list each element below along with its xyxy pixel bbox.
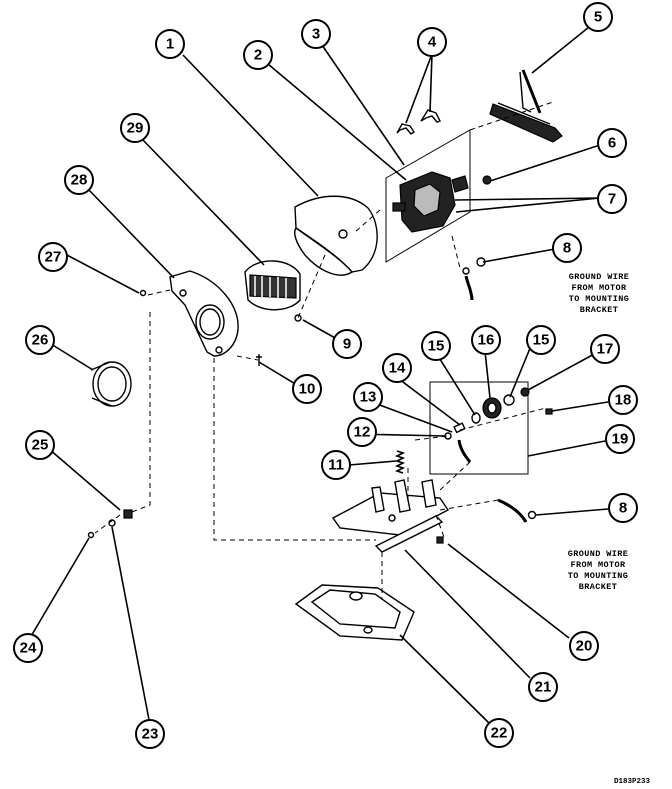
callout-2: 2 xyxy=(243,40,273,70)
screw-27 xyxy=(139,289,147,297)
drive-belt xyxy=(489,69,563,143)
screw xyxy=(294,314,302,322)
note-line: GROUND WIRE xyxy=(568,549,629,559)
idler-parts xyxy=(444,422,472,463)
callout-15-right: 15 xyxy=(526,325,556,355)
callout-4: 4 xyxy=(417,27,447,57)
callout-15-left: 15 xyxy=(421,331,451,361)
svg-text:1: 1 xyxy=(166,36,174,53)
svg-text:23: 23 xyxy=(142,726,159,743)
callout-19: 19 xyxy=(605,424,635,454)
motor-clips xyxy=(396,109,441,135)
callout-27: 27 xyxy=(38,242,68,272)
callout-1: 1 xyxy=(155,29,185,59)
callout-8-upper: 8 xyxy=(552,233,582,263)
callout-22: 22 xyxy=(484,718,514,748)
svg-text:22: 22 xyxy=(491,725,508,742)
callout-26: 26 xyxy=(25,325,55,355)
callout-18: 18 xyxy=(608,385,638,415)
callout-10: 10 xyxy=(292,374,322,404)
note-line: GROUND WIRE xyxy=(569,272,630,282)
ground-wire-note-upper: GROUND WIRE FROM MOTOR TO MOUNTING BRACK… xyxy=(569,272,630,315)
nut-18 xyxy=(545,408,553,415)
callouts: 1 2 3 4 5 6 7 8 9 10 11 12 13 14 15 16 1… xyxy=(13,2,638,749)
svg-text:24: 24 xyxy=(20,640,37,657)
callout-7: 7 xyxy=(597,184,627,214)
callout-3: 3 xyxy=(301,19,331,49)
svg-text:18: 18 xyxy=(615,392,632,409)
nut-25 xyxy=(123,509,133,519)
svg-text:13: 13 xyxy=(360,389,377,406)
ground-wire-note-lower: GROUND WIRE FROM MOTOR TO MOUNTING BRACK… xyxy=(568,549,629,592)
note-line: FROM MOTOR xyxy=(571,283,627,293)
svg-text:8: 8 xyxy=(619,500,627,517)
callout-17: 17 xyxy=(590,334,620,364)
note-line: BRACKET xyxy=(579,582,618,592)
svg-text:11: 11 xyxy=(328,457,344,474)
spring xyxy=(394,450,406,474)
blower-wheel xyxy=(244,260,301,311)
svg-text:8: 8 xyxy=(563,240,571,257)
callout-6: 6 xyxy=(597,128,627,158)
blower-cover xyxy=(169,270,239,357)
callout-23: 23 xyxy=(135,719,165,749)
note-line: TO MOUNTING xyxy=(569,294,630,304)
svg-text:28: 28 xyxy=(71,172,88,189)
svg-text:26: 26 xyxy=(32,332,49,349)
bearing-assembly xyxy=(471,387,530,424)
screw-24 xyxy=(87,531,95,539)
note-line: BRACKET xyxy=(580,305,619,315)
svg-text:5: 5 xyxy=(594,9,602,26)
alignment-lines xyxy=(94,101,554,600)
bearing-group-box xyxy=(429,381,529,475)
svg-text:10: 10 xyxy=(299,381,316,398)
callout-9: 9 xyxy=(332,329,362,359)
callout-21: 21 xyxy=(528,672,558,702)
callout-24: 24 xyxy=(13,633,43,663)
callout-16: 16 xyxy=(471,325,501,355)
ground-nut-lower xyxy=(527,510,537,520)
svg-text:4: 4 xyxy=(428,34,437,51)
callout-25: 25 xyxy=(25,430,55,460)
svg-text:15: 15 xyxy=(533,332,550,349)
svg-text:9: 9 xyxy=(343,336,351,353)
callout-20: 20 xyxy=(569,631,599,661)
blower-housing xyxy=(294,195,378,276)
screw-10 xyxy=(256,354,262,366)
svg-text:15: 15 xyxy=(428,338,445,355)
seal-ring xyxy=(90,361,132,407)
svg-text:17: 17 xyxy=(597,341,614,358)
callout-5: 5 xyxy=(583,2,613,32)
svg-text:25: 25 xyxy=(32,437,49,454)
drawing-code: D183P233 xyxy=(614,778,651,786)
callout-8-lower: 8 xyxy=(608,493,638,523)
callout-12: 12 xyxy=(347,417,377,447)
svg-text:14: 14 xyxy=(389,360,406,377)
motor xyxy=(392,171,492,233)
svg-text:20: 20 xyxy=(576,638,593,655)
svg-text:16: 16 xyxy=(478,332,495,349)
callout-13: 13 xyxy=(353,382,383,412)
mounting-base xyxy=(294,584,415,641)
svg-text:2: 2 xyxy=(254,47,262,64)
note-line: TO MOUNTING xyxy=(568,571,629,581)
svg-text:29: 29 xyxy=(127,120,144,137)
svg-text:27: 27 xyxy=(45,249,62,266)
svg-text:12: 12 xyxy=(354,424,371,441)
leader-lines xyxy=(29,26,609,726)
callout-14: 14 xyxy=(382,353,412,383)
svg-text:19: 19 xyxy=(612,431,629,448)
motor-mounting-plate xyxy=(385,129,471,263)
idler-bracket xyxy=(331,479,450,553)
svg-text:21: 21 xyxy=(535,679,552,696)
svg-text:7: 7 xyxy=(608,191,616,208)
callout-11: 11 xyxy=(321,450,351,480)
nut-20 xyxy=(436,536,444,544)
callout-29: 29 xyxy=(120,113,150,143)
callout-28: 28 xyxy=(64,165,94,195)
note-line: FROM MOTOR xyxy=(570,560,626,570)
svg-text:6: 6 xyxy=(608,135,616,152)
svg-text:3: 3 xyxy=(312,26,320,43)
